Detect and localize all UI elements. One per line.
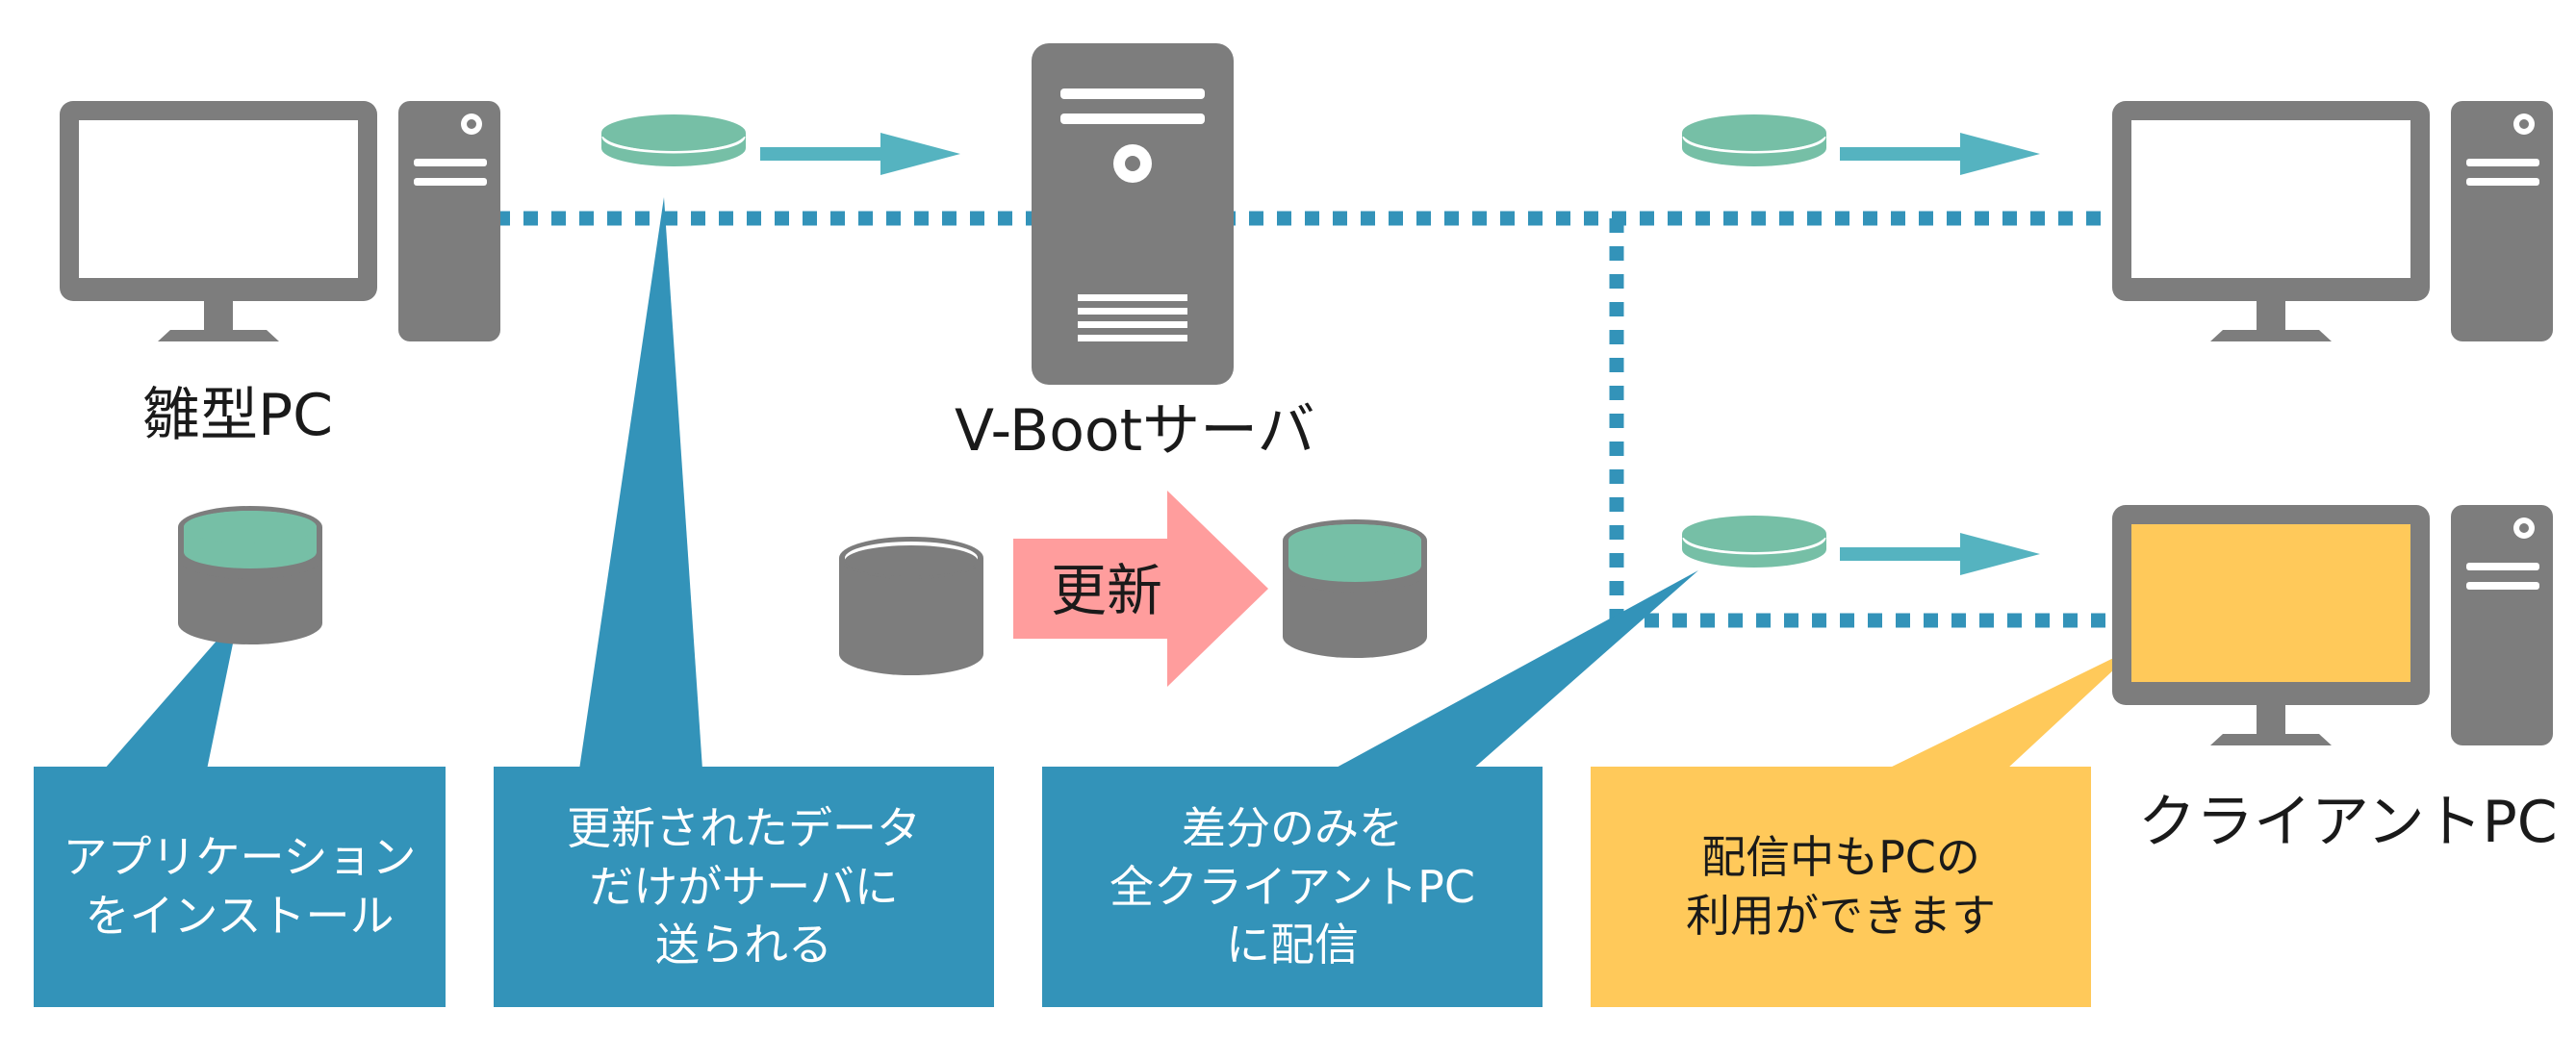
callout-tail-upload — [579, 197, 702, 770]
disk-chip-icon-upload — [599, 113, 748, 168]
callout-tail-use — [1886, 644, 2141, 770]
updated-database-icon — [1283, 519, 1427, 658]
old-database-icon — [839, 537, 983, 675]
callout-tail-distribute — [1333, 570, 1698, 770]
master-database-icon — [178, 506, 322, 644]
master-pc-icon — [60, 101, 500, 341]
disk-chip-icon-client-bottom — [1680, 514, 1828, 569]
arrow-icon-to-client-bottom — [1840, 533, 2040, 575]
client-pc-top-icon — [2112, 101, 2553, 341]
arrow-icon-to-server — [760, 133, 960, 175]
callout-tail-install — [104, 616, 239, 770]
v-boot-server-icon — [1032, 43, 1234, 385]
update-label: 更新 — [1051, 558, 1163, 623]
disk-chip-icon-client-top — [1680, 113, 1828, 168]
client-pc-label: クライアントPC — [2138, 789, 2558, 856]
master-pc-label: 雛型PC — [142, 382, 334, 449]
callout-distribute: 差分のみを 全クライアントPC に配信 — [1042, 767, 1543, 1007]
callout-use-during-delivery: 配信中もPCの 利用ができます — [1591, 767, 2091, 1007]
client-pc-bottom-icon — [2112, 505, 2553, 745]
callout-upload: 更新されたデータ だけがサーバに 送られる — [494, 767, 994, 1007]
server-label: V-Bootサーバ — [955, 397, 1315, 465]
arrow-icon-to-client-top — [1840, 133, 2040, 175]
transfer-arrows — [760, 133, 2040, 575]
callout-install: アプリケーション をインストール — [34, 767, 446, 1007]
update-arrow-icon — [1013, 491, 1268, 687]
network-lines — [496, 211, 2112, 628]
